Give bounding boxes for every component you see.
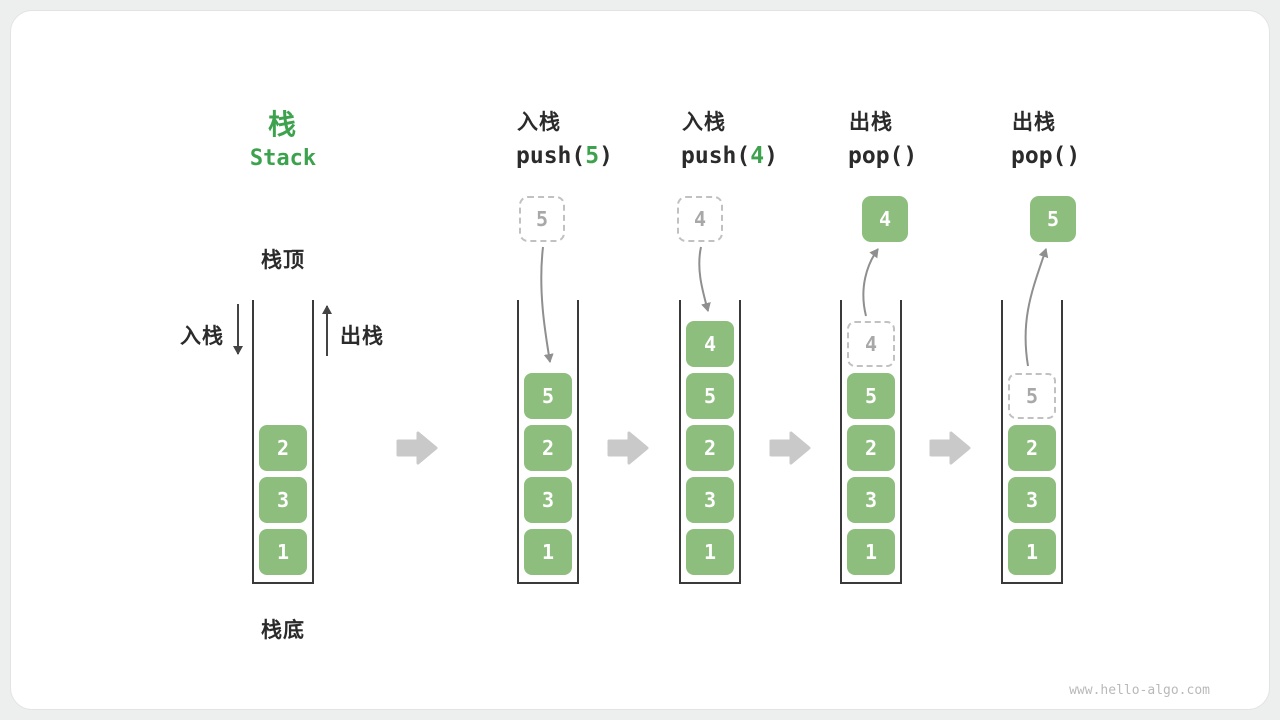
- diagram-card: [10, 10, 1270, 710]
- stack-cell: 1: [1008, 529, 1056, 575]
- watermark: www.hello-algo.com: [1069, 683, 1210, 698]
- stack-after-pop-4: 4 5 2 3 1: [840, 300, 902, 584]
- code-suf: ): [599, 143, 613, 169]
- column-header-zh-pop5: 出栈: [1012, 111, 1056, 134]
- push-direction-label: 入栈: [180, 325, 224, 348]
- stack-initial: 2 3 1: [252, 300, 314, 584]
- stack-after-push-4: 4 5 2 3 1: [679, 300, 741, 584]
- code-pre: pop(: [1011, 143, 1067, 169]
- code-pre: pop(: [848, 143, 904, 169]
- stack-cell: 2: [847, 425, 895, 471]
- stack-cell: 3: [1008, 477, 1056, 523]
- stack-cell: 2: [1008, 425, 1056, 471]
- code-pre: push(: [681, 143, 751, 169]
- stack-cell: 5: [524, 373, 572, 419]
- stack-cell: 1: [259, 529, 307, 575]
- stack-cell: 5: [686, 373, 734, 419]
- diagram-title-zh: 栈: [267, 109, 298, 140]
- stack-cell: 2: [259, 425, 307, 471]
- stack-cell-removed: 4: [847, 321, 895, 367]
- column-header-zh-push4: 入栈: [682, 111, 726, 134]
- stack-cell: 3: [686, 477, 734, 523]
- popped-element-box-5: 5: [1030, 196, 1076, 242]
- column-header-zh-push5: 入栈: [517, 111, 561, 134]
- diagram-title-en: Stack: [249, 146, 317, 171]
- code-pre: push(: [516, 143, 586, 169]
- stack-cell: 1: [686, 529, 734, 575]
- stack-bottom-label: 栈底: [261, 619, 305, 642]
- stack-cell: 3: [259, 477, 307, 523]
- incoming-element-box-5: 5: [519, 196, 565, 242]
- stack-cell: 5: [847, 373, 895, 419]
- stack-cell: 1: [524, 529, 572, 575]
- column-header-code-pop5: pop(): [1011, 143, 1080, 169]
- stack-after-push-5: 5 2 3 1: [517, 300, 579, 584]
- pop-direction-label: 出栈: [340, 325, 384, 348]
- stack-cell: 2: [686, 425, 734, 471]
- stack-top-label: 栈顶: [261, 249, 305, 272]
- stack-cell: 4: [686, 321, 734, 367]
- column-header-code-push5: push(5): [516, 143, 613, 169]
- code-suf: ): [1066, 143, 1081, 169]
- popped-element-box-4: 4: [862, 196, 908, 242]
- column-header-zh-pop4: 出栈: [849, 111, 893, 134]
- code-suf: ): [903, 143, 918, 169]
- stack-cell: 3: [847, 477, 895, 523]
- stack-cell: 2: [524, 425, 572, 471]
- stack-cell: 1: [847, 529, 895, 575]
- code-suf: ): [764, 143, 778, 169]
- column-header-code-push4: push(4): [681, 143, 778, 169]
- code-arg: 4: [750, 143, 765, 169]
- stack-cell: 3: [524, 477, 572, 523]
- column-header-code-pop4: pop(): [848, 143, 917, 169]
- code-arg: 5: [585, 143, 600, 169]
- incoming-element-box-4: 4: [677, 196, 723, 242]
- stack-cell-removed: 5: [1008, 373, 1056, 419]
- stack-after-pop-5: 5 2 3 1: [1001, 300, 1063, 584]
